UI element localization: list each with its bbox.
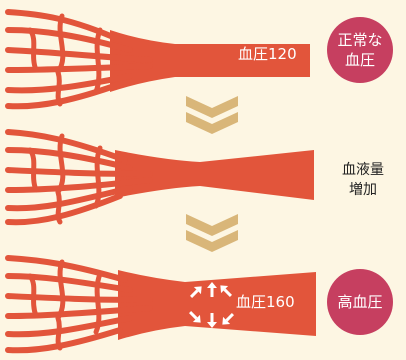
white-arrow-icon [222, 312, 235, 325]
normal-pressure-badge: 正常な 血圧 [327, 17, 393, 83]
vessel-increased-connector [93, 145, 103, 209]
white-arrow-icon [188, 310, 201, 323]
vessel-high-trunk [118, 270, 316, 340]
vessel-increased-branch [5, 185, 133, 212]
white-arrow-icon [207, 282, 217, 297]
vessel-normal-branch [5, 63, 153, 73]
white-arrow-icon [220, 285, 233, 298]
blood-volume-increase-label: 血液量 増加 [335, 160, 391, 200]
vessel-normal-branch [5, 73, 133, 94]
vessel-increased-connector [55, 189, 63, 225]
badge-line: 正常な [337, 31, 383, 49]
vessel-increased-trunk [115, 150, 314, 200]
vessel-high-branch [5, 315, 133, 338]
vessel-normal-trunk [160, 44, 310, 77]
vessel-high-connector [93, 271, 103, 335]
vessel-increased-branch [5, 177, 153, 193]
vessel-normal-connector [55, 69, 63, 107]
vessel-increased [5, 129, 314, 226]
vessel-label-normal: 血圧120 [238, 45, 297, 63]
double-chevron-down-icon [186, 96, 238, 134]
vessel-increased-branch [5, 147, 133, 171]
side-label-line: 増加 [349, 182, 377, 198]
vessel-high-branch [5, 273, 133, 293]
vessel-normal-connector [27, 27, 39, 73]
vessel-high [5, 255, 316, 354]
vessel-normal-connector [55, 13, 66, 75]
vessel-increased-branch [5, 129, 128, 163]
vessel-high-connector [27, 273, 39, 319]
vessel-increased-connector [27, 147, 39, 193]
badge-line: 高血圧 [337, 293, 383, 311]
pressure-arrows [188, 282, 235, 328]
white-arrow-icon [207, 313, 217, 328]
hypertension-badge: 高血圧 [327, 269, 393, 335]
vessel-normal-branch [5, 27, 133, 53]
badge-line: 血圧 [344, 51, 375, 69]
vessel-high-connector [55, 259, 66, 321]
side-label-line: 血液量 [342, 162, 384, 178]
white-arrow-icon [189, 286, 202, 299]
vessel-label-high: 血圧160 [236, 293, 295, 311]
vessel-normal-connector [93, 27, 103, 95]
vessel-increased-branch [5, 167, 153, 177]
vessel-normal-branch [5, 47, 153, 63]
vessel-normal [5, 9, 310, 110]
vessel-high-branch [5, 305, 153, 319]
vessel-increased-connector [55, 133, 66, 195]
double-chevron-down-icon [186, 214, 238, 252]
vessel-high-branch [5, 255, 128, 283]
vessel-high-connector [55, 315, 63, 351]
vessel-high-branch [5, 293, 153, 303]
vessel-normal-branch [5, 9, 123, 43]
